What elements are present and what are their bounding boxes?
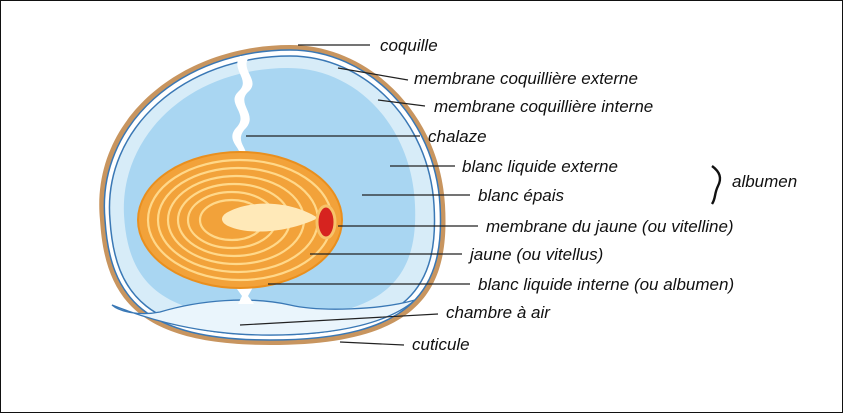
label-blanc-liquide-externe: blanc liquide externe xyxy=(462,157,618,176)
label-blanc-liquide-interne: blanc liquide interne (ou albumen) xyxy=(478,275,734,294)
label-membrane-jaune: membrane du jaune (ou vitelline) xyxy=(486,217,734,236)
label-chambre-air: chambre à air xyxy=(446,303,551,322)
label-coquille: coquille xyxy=(380,36,438,55)
label-membrane-externe: membrane coquillière externe xyxy=(414,69,638,88)
germinal-disc xyxy=(317,206,335,238)
label-chalaze: chalaze xyxy=(428,127,487,146)
albumen-brace xyxy=(712,166,720,204)
label-cuticule: cuticule xyxy=(412,335,470,354)
leader-cuticule xyxy=(340,342,404,345)
label-blanc-epais: blanc épais xyxy=(478,186,565,205)
label-membrane-interne: membrane coquillière interne xyxy=(434,97,653,116)
label-jaune: jaune (ou vitellus) xyxy=(468,245,603,264)
label-albumen: albumen xyxy=(732,172,797,191)
